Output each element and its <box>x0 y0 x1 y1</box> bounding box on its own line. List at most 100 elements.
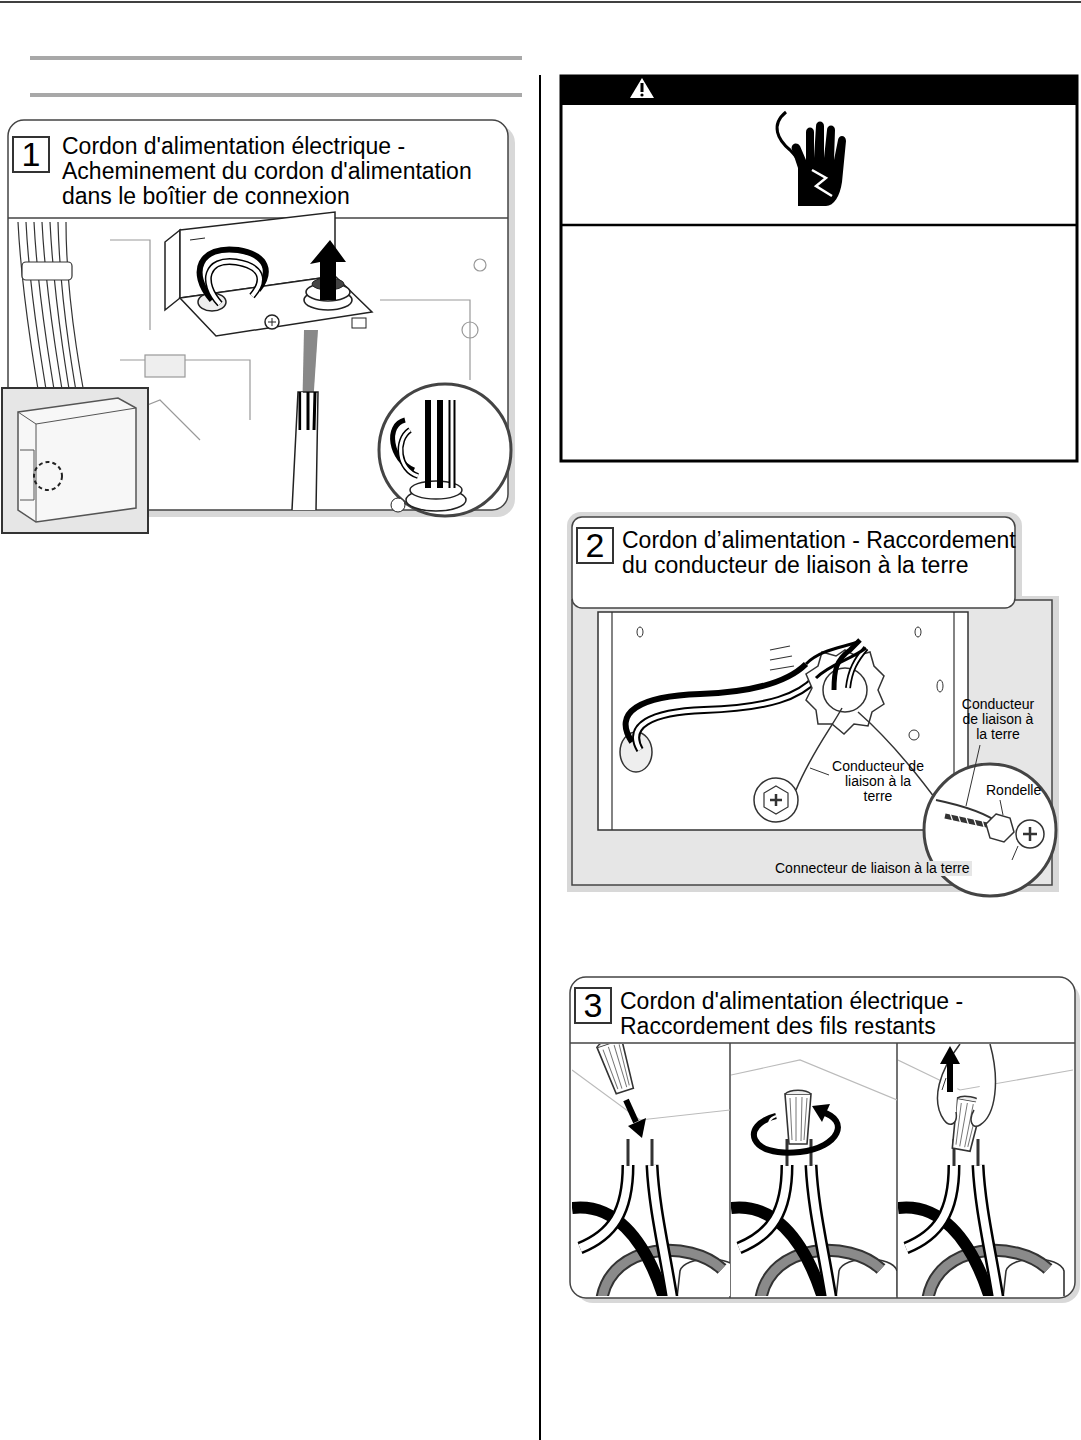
page-rules-part <box>0 1 1081 3</box>
page-rules-part <box>30 93 522 97</box>
warning-box-part <box>560 224 1078 227</box>
warning-box-part <box>640 93 643 96</box>
wire-nut-step-a-part <box>572 1139 730 1296</box>
part-label: Conducteur de liaison à la terre <box>961 697 1035 742</box>
warning-box-part <box>812 170 832 196</box>
detail-inset-part <box>401 430 418 476</box>
warning-box-part <box>560 75 1078 105</box>
wire-nut-step-c-part <box>898 1139 1064 1296</box>
detail-inset-part <box>428 400 440 488</box>
warning-box <box>560 75 1078 461</box>
screw-detail-inset-part <box>986 814 1014 842</box>
wire-nut-step-c-part <box>940 1046 960 1064</box>
page-rules-part <box>30 56 522 60</box>
ground-connection-illustration-part <box>770 646 794 670</box>
ground-connection-illustration-part <box>636 678 816 750</box>
wire-nut-step-c <box>898 1044 1073 1296</box>
warning-box-part <box>630 78 654 98</box>
step-panel: 1 Cordon d'alimentation électrique - Ache… <box>8 120 508 510</box>
step-panel-frame-part <box>567 512 1022 612</box>
ground-connection-illustration-part <box>770 794 782 806</box>
ground-connection-illustration-part <box>810 768 829 775</box>
step-title: Cordon d’alimentation - Raccordement du … <box>622 528 1017 578</box>
locator-inset-part <box>20 450 34 500</box>
wire-nut-step-c-part <box>971 1044 995 1126</box>
junction-box-bracket-part <box>292 392 318 510</box>
part-label: Conducteur de liaison à la terre <box>832 759 924 804</box>
wire-nut-step-b-part <box>731 1060 897 1100</box>
ground-connection-illustration-part <box>637 627 643 637</box>
wire-nut-step-a-part <box>626 1100 636 1122</box>
detail-inset-part <box>379 384 511 516</box>
step-panel-frame-part <box>8 217 508 219</box>
junction-box-bracket-part <box>300 392 315 430</box>
wire-nut-step-b-part <box>812 1104 830 1122</box>
locator-inset <box>2 388 148 533</box>
step-number: 2 <box>576 527 614 564</box>
locator-inset-part <box>36 408 136 424</box>
screw-detail-inset-part <box>1000 800 1003 815</box>
screw-detail-inset-part <box>966 745 980 806</box>
wiring-illustration-part <box>145 355 185 377</box>
screw-detail-inset-part <box>1023 827 1037 841</box>
step-title: Cordon d'alimentation électrique - Achem… <box>62 134 510 209</box>
warning-box-part <box>792 122 846 207</box>
ground-connection-illustration-part <box>754 778 798 822</box>
junction-box-bracket-part <box>265 315 279 329</box>
ground-connection-illustration-part <box>806 642 866 678</box>
ground-connection-illustration-part <box>612 612 954 830</box>
junction-box-bracket-part <box>352 318 366 328</box>
step-panel-frame-part <box>570 1042 1075 1044</box>
junction-box-bracket-part <box>268 318 276 326</box>
ground-connection-illustration-part <box>796 708 842 790</box>
ground-connection-illustration-part <box>937 680 943 692</box>
detail-inset-part <box>391 498 405 512</box>
screw-detail-inset-part <box>1012 846 1018 860</box>
junction-box-bracket <box>165 212 372 510</box>
junction-box-bracket-part <box>208 262 260 304</box>
ground-connection-illustration <box>598 612 968 830</box>
detail-inset-part <box>451 400 454 488</box>
wiring-illustration-part <box>462 322 478 338</box>
wire-nut-step-b-part <box>754 1112 838 1153</box>
detail-inset-part <box>449 400 456 488</box>
wire-nut-step-c-part <box>937 1044 960 1124</box>
junction-box-bracket-part <box>301 392 303 430</box>
detail-inset-part <box>401 430 418 476</box>
screw-detail-inset-part <box>924 764 1056 896</box>
warning-box-part <box>561 76 1077 461</box>
wire-nut-step-c-part <box>947 1060 953 1092</box>
junction-box-bracket-part <box>208 262 260 304</box>
step-number: 1 <box>12 136 50 173</box>
step-panel: 3Cordon d'alimentation électrique - Racc… <box>570 977 1075 1298</box>
wire-nut-step-a-part <box>572 1070 730 1120</box>
step-panel-frame <box>570 977 1080 1303</box>
junction-box-bracket-part <box>310 240 346 300</box>
wire-nut-step-b-part <box>785 1090 811 1144</box>
step-panel-frame-part <box>729 1043 731 1298</box>
warning-box-part <box>641 83 644 92</box>
ground-connection-illustration-part <box>909 730 919 740</box>
ground-connection-illustration-part <box>598 612 968 830</box>
junction-box-bracket-part <box>190 238 205 240</box>
wire-nut-step-b-part <box>731 1139 897 1296</box>
locator-inset-part <box>34 462 62 490</box>
wire-nut-step-b-part <box>769 1116 776 1126</box>
step-title: Cordon d'alimentation électrique - Racco… <box>620 989 1065 1039</box>
locator-inset-part <box>36 424 37 522</box>
step-number: 3 <box>574 987 612 1024</box>
screw-detail-inset-part <box>1016 820 1044 848</box>
wire-nut-step-a-part <box>628 1118 646 1138</box>
locator-inset-part <box>2 388 148 533</box>
detail-inset <box>379 384 511 516</box>
step-panel-frame-part <box>896 1043 898 1298</box>
wire-nut-step-c-part <box>942 1078 946 1090</box>
ground-connection-illustration-part <box>806 650 884 734</box>
wire-nut-step-a-part <box>596 1044 637 1095</box>
junction-box-bracket-part <box>165 230 180 310</box>
step-panel-frame-part <box>570 977 1075 1298</box>
part-label: Rondelle <box>986 783 1041 798</box>
